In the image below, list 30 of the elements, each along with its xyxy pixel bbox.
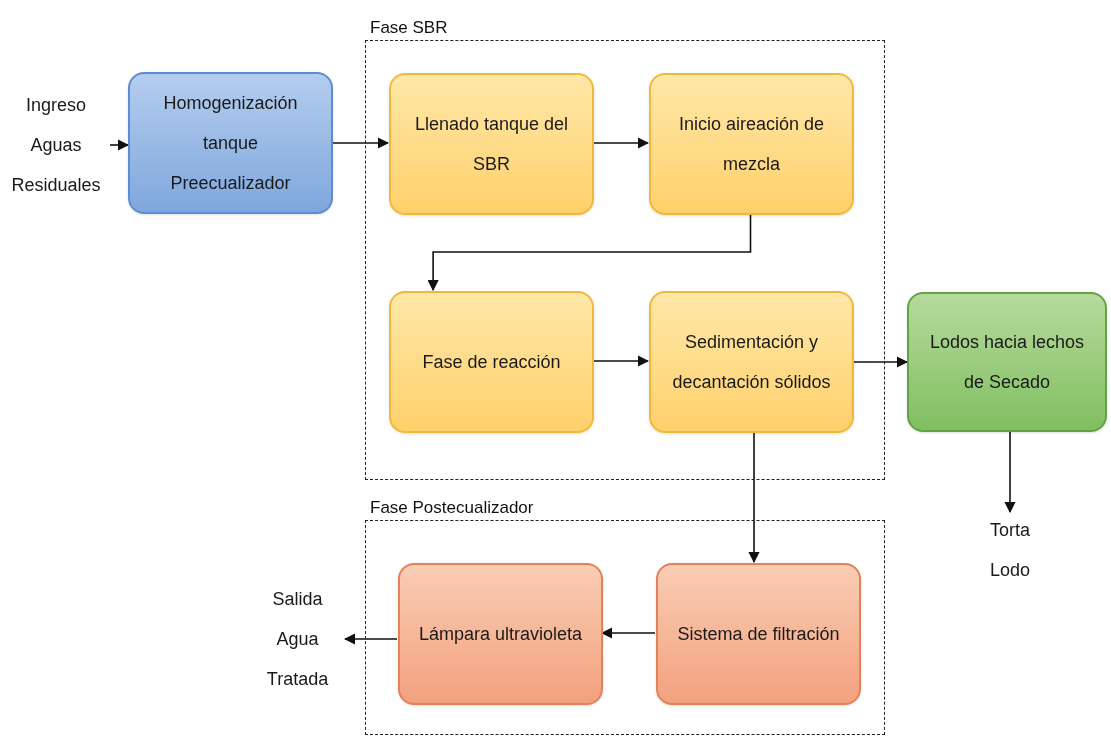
group-heading: Fase SBR: [370, 17, 448, 39]
process-label: Llenado tanque del SBR: [413, 113, 570, 176]
arrow: [748, 431, 760, 564]
process-label: Inicio aireación de mezcla: [677, 113, 826, 176]
flow-label: Ingreso Aguas Residuales: [10, 94, 102, 197]
arrow: [592, 355, 650, 367]
arrow: [427, 213, 752, 292]
arrow: [109, 139, 130, 151]
process-box: [128, 72, 333, 214]
process-label: Lámpara ultravioleta: [418, 623, 583, 646]
process-box: [656, 563, 861, 705]
process-box: [389, 291, 594, 433]
process-label: Sistema de filtración: [677, 623, 840, 646]
arrow: [332, 137, 390, 149]
group-heading: Fase Postecualizador: [370, 497, 534, 519]
process-label: Lodos hacia lechos de Secado: [928, 331, 1086, 394]
arrow: [852, 356, 909, 368]
process-label: Homogenización tanque Preecualizador: [162, 92, 299, 195]
flow-label: Salida Agua Tratada: [265, 588, 330, 691]
process-box: [389, 73, 594, 215]
process-label: Fase de reacción: [422, 351, 561, 374]
arrow: [343, 633, 398, 645]
process-box: [649, 73, 854, 215]
arrow: [592, 137, 650, 149]
flow-label: Torta Lodo: [988, 519, 1031, 582]
process-label: Sedimentación y decantación sólidos: [671, 331, 832, 394]
arrow: [1004, 431, 1016, 514]
process-box: [649, 291, 854, 433]
process-box: [398, 563, 603, 705]
process-box: [907, 292, 1107, 432]
